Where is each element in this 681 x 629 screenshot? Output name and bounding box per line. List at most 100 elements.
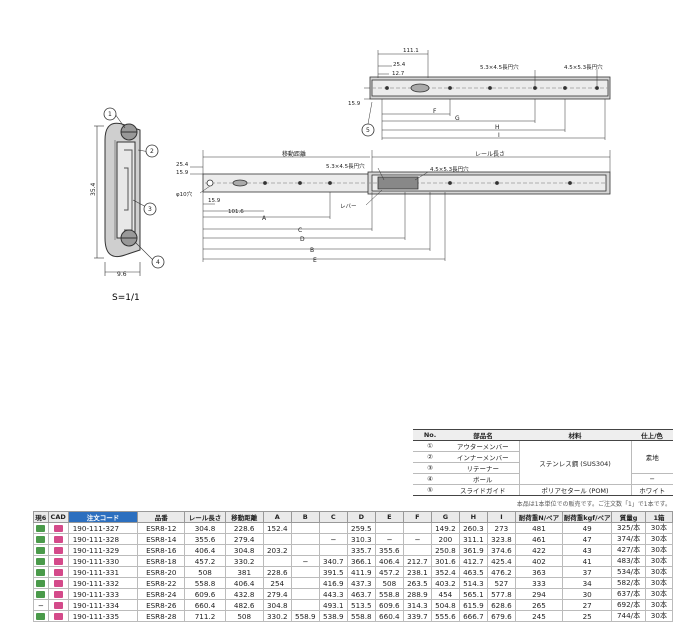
spec-header: レール長さ [184,511,226,523]
top-dim-111: 111.1 [403,48,419,54]
top-rail [361,50,611,140]
spec-cell: 692/本 [611,599,646,611]
parts-no: ⑤ [413,484,447,496]
spec-cell: 34 [561,577,613,589]
spec-header: 耐荷重kgf/ペア [561,511,613,523]
spec-cell: ESR8-22 [137,577,186,589]
spec-cell: 323.8 [486,533,516,545]
spec-cell: 744/本 [611,610,646,622]
cad-link[interactable] [47,544,69,556]
parts-name: インナーメンバー [447,451,519,463]
cad-icon [53,613,63,620]
spec-cell: ESR8-12 [137,522,186,534]
order-code[interactable]: 190-111-333 [67,588,139,600]
cad-link[interactable] [47,566,69,578]
spec-header: I [486,511,516,523]
dim-letter-E: B [310,247,314,254]
spec-cell: 259.5 [346,522,376,534]
spec-cell: 463.7 [346,588,376,600]
spec-cell [402,522,432,534]
spec-cell [290,577,320,589]
order-code[interactable]: 190-111-335 [67,610,139,622]
spec-cell: 30 [561,588,613,600]
order-code[interactable]: 190-111-327 [67,522,139,534]
spec-cell: 43 [561,544,613,556]
spec-cell: 558.8 [374,588,404,600]
section-height-dim: 35.4 [90,182,97,196]
spec-cell: 366.1 [346,555,376,567]
dim-letter-A: A [262,215,267,222]
spec-cell: ESR8-26 [137,599,186,611]
parts-name: リテーナー [447,462,519,474]
spec-cell [290,599,320,611]
spec-header: C [318,511,348,523]
spec-cell: 660.4 [184,599,226,611]
spec-cell: 310.3 [346,533,376,545]
spec-cell: 463.5 [458,566,488,578]
travel-label: 移動距離 [282,150,306,158]
spec-header: 移動距離 [224,511,264,523]
parts-no: ① [413,440,447,452]
callout-2: 2 [150,148,154,155]
spec-cell: 304.8 [224,544,264,556]
bottom-hole-label-1: 5.3×4.5長円穴 [326,162,365,170]
stock-status [33,522,49,534]
spec-header: 品番 [137,511,186,523]
dim-letter-G: G [455,115,460,122]
spec-cell: 558.8 [346,610,376,622]
spec-cell: 330.2 [224,555,264,567]
cad-link[interactable] [47,577,69,589]
spec-cell: 335.7 [346,544,376,556]
stock-status [33,577,49,589]
order-code[interactable]: 190-111-328 [67,533,139,545]
spec-cell: 355.6 [374,544,404,556]
spec-cell: 301.6 [430,555,460,567]
parts-no: ③ [413,462,447,474]
callout-5: 5 [366,127,370,134]
cad-link[interactable] [47,599,69,611]
spec-cell: 443.3 [318,588,348,600]
stock-status [33,544,49,556]
parts-name: アウターメンバー [447,440,519,452]
spec-cell: ESR8-20 [137,566,186,578]
parts-header-finish: 仕上/色 [631,429,673,441]
spec-cell: 711.2 [184,610,226,622]
dim-letter-C: C [298,227,302,234]
spec-cell: 30本 [644,577,674,589]
spec-cell: 238.1 [402,566,432,578]
cad-link[interactable] [47,610,69,622]
spec-cell: ESR8-28 [137,610,186,622]
order-code[interactable]: 190-111-329 [67,544,139,556]
spec-cell: 582/本 [611,577,646,589]
cad-link[interactable] [47,588,69,600]
spec-cell: 304.8 [262,599,292,611]
parts-table: No. 部品名 材料 仕上/色 ① アウターメンバー ステンレス鋼 (SUS30… [413,429,673,496]
spec-cell: 437.3 [346,577,376,589]
cad-link[interactable] [47,533,69,545]
spec-cell: 212.7 [402,555,432,567]
order-code[interactable]: 190-111-334 [67,599,139,611]
spec-cell [290,566,320,578]
spec-cell: 416.9 [318,577,348,589]
stock-icon [36,591,46,598]
cad-link[interactable] [47,555,69,567]
cad-icon [53,569,63,576]
cad-link[interactable] [47,522,69,534]
spec-cell: 381 [224,566,264,578]
spec-cell: 679.6 [486,610,516,622]
spec-cell [262,533,292,545]
order-code[interactable]: 190-111-332 [67,577,139,589]
spec-header: F [402,511,432,523]
spec-cell: 279.4 [262,588,292,600]
spec-cell: 558.8 [184,577,226,589]
order-code[interactable]: 190-111-331 [67,566,139,578]
spec-cell: 457.2 [374,566,404,578]
spec-cell: 457.2 [184,555,226,567]
spec-cell: 250.8 [430,544,460,556]
spec-cell [402,544,432,556]
order-code[interactable]: 190-111-330 [67,555,139,567]
